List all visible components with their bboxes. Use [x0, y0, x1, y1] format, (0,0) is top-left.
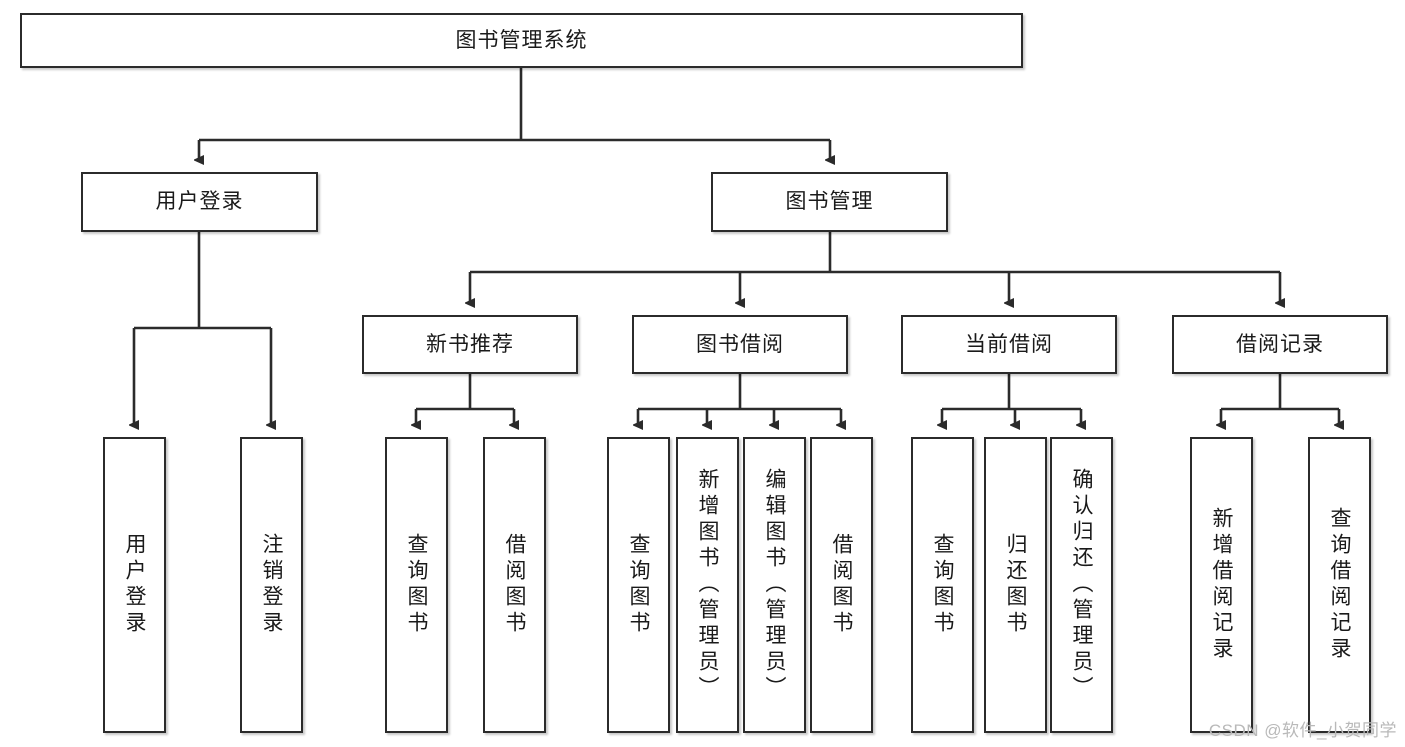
node-leaf-query-book-recommend[interactable]: 查询图书	[385, 437, 448, 733]
node-leaf-query-borrow-record-label: 查询借阅记录	[1328, 507, 1351, 663]
node-leaf-user-login[interactable]: 用户登录	[103, 437, 166, 733]
node-book-management[interactable]: 图书管理	[711, 172, 948, 232]
node-current-borrow[interactable]: 当前借阅	[901, 315, 1117, 374]
watermark-text: CSDN @软件_小贺同学	[1208, 721, 1397, 740]
node-leaf-query-book-current-label: 查询图书	[931, 533, 954, 637]
node-leaf-query-book-current[interactable]: 查询图书	[911, 437, 974, 733]
node-leaf-confirm-return-admin[interactable]: 确认归还（管理员）	[1050, 437, 1113, 733]
node-new-book-recommend[interactable]: 新书推荐	[362, 315, 578, 374]
node-leaf-borrow-book-recommend[interactable]: 借阅图书	[483, 437, 546, 733]
node-leaf-query-book-recommend-label: 查询图书	[405, 533, 428, 637]
node-leaf-add-book-admin[interactable]: 新增图书（管理员）	[676, 437, 739, 733]
node-user-login-label: 用户登录	[155, 190, 244, 214]
node-leaf-borrow-book-recommend-label: 借阅图书	[503, 533, 526, 637]
node-leaf-edit-book-admin[interactable]: 编辑图书（管理员）	[743, 437, 806, 733]
node-current-borrow-label: 当前借阅	[965, 332, 1053, 356]
node-leaf-logout-login-label: 注销登录	[260, 533, 283, 637]
node-leaf-query-book-borrow[interactable]: 查询图书	[607, 437, 670, 733]
node-leaf-query-borrow-record[interactable]: 查询借阅记录	[1308, 437, 1371, 733]
node-leaf-confirm-return-admin-label: 确认归还（管理员）	[1070, 468, 1093, 702]
node-root[interactable]: 图书管理系统	[20, 13, 1023, 68]
node-book-borrow-label: 图书借阅	[696, 332, 784, 356]
node-leaf-logout-login[interactable]: 注销登录	[240, 437, 303, 733]
node-leaf-add-borrow-record-label: 新增借阅记录	[1210, 507, 1233, 663]
node-leaf-add-borrow-record[interactable]: 新增借阅记录	[1190, 437, 1253, 733]
node-leaf-return-book[interactable]: 归还图书	[984, 437, 1047, 733]
node-borrow-record-label: 借阅记录	[1236, 332, 1324, 356]
node-book-management-label: 图书管理	[785, 190, 874, 214]
node-leaf-borrow-book-borrow[interactable]: 借阅图书	[810, 437, 873, 733]
node-leaf-return-book-label: 归还图书	[1004, 533, 1027, 637]
node-book-borrow[interactable]: 图书借阅	[632, 315, 848, 374]
node-borrow-record[interactable]: 借阅记录	[1172, 315, 1388, 374]
node-leaf-edit-book-admin-label: 编辑图书（管理员）	[763, 468, 786, 702]
node-leaf-borrow-book-borrow-label: 借阅图书	[830, 533, 853, 637]
node-leaf-query-book-borrow-label: 查询图书	[627, 533, 650, 637]
node-leaf-add-book-admin-label: 新增图书（管理员）	[696, 468, 719, 702]
node-new-book-recommend-label: 新书推荐	[426, 332, 514, 356]
node-root-label: 图书管理系统	[455, 28, 588, 52]
node-user-login[interactable]: 用户登录	[81, 172, 318, 232]
node-leaf-user-login-label: 用户登录	[123, 533, 146, 637]
